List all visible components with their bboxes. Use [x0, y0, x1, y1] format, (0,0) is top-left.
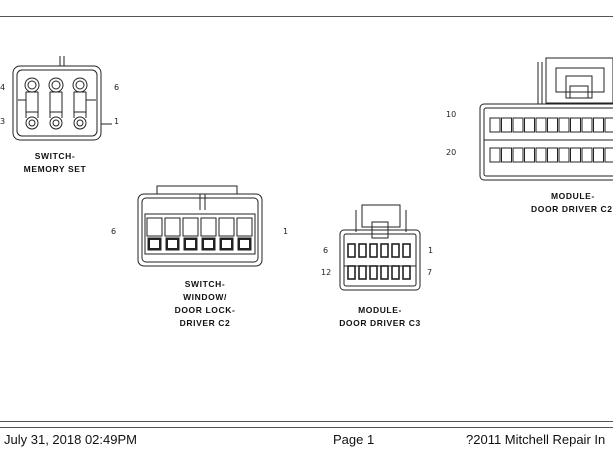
door-driver-c2-cavity: [512, 117, 524, 133]
window-lock-cavity: [164, 217, 181, 251]
door-driver-c2-label-line2: DOOR DRIVER C2: [531, 204, 613, 214]
door-driver-c3-cavity: [358, 265, 367, 280]
door-driver-c3-connector: [339, 204, 421, 291]
door-driver-c2-cavity: [558, 117, 570, 133]
window-lock-label-line4: DRIVER C2: [179, 318, 231, 328]
door-driver-c3-cavity: [347, 265, 356, 280]
door-driver-c2-cavity: [570, 147, 581, 163]
footer-copyright: ?2011 Mitchell Repair In: [466, 432, 606, 447]
connector-diagram: [12, 56, 613, 291]
footer-date: July 31, 2018 02:49PM: [4, 432, 137, 447]
door-driver-c2-pin-bottom-left: 20: [446, 148, 457, 157]
door-driver-c3-cavity: [358, 243, 367, 258]
window-lock-pin-right: 1: [283, 227, 289, 236]
door-driver-c2-cavity: [489, 117, 501, 133]
door-driver-c2-cavity: [524, 147, 535, 163]
window-lock-label-line2: WINDOW/: [183, 292, 227, 302]
door-driver-c3-label-line1: MODULE-: [358, 305, 402, 315]
footer-rule-top: [0, 421, 613, 422]
window-lock-cavity: [200, 217, 217, 251]
memory-set-label-line1: SWITCH-: [34, 151, 76, 161]
window-lock-connector: [137, 185, 263, 267]
door-driver-c3-pin-bottom-right: 7: [427, 268, 433, 277]
door-driver-c2-cavity: [581, 117, 593, 133]
door-driver-c2-label-line1: MODULE-: [551, 191, 595, 201]
window-lock-cavity: [146, 217, 163, 251]
door-driver-c3-cavity: [402, 265, 411, 280]
memory-set-pin-top-left: 4: [0, 83, 6, 92]
footer-page-number: Page 1: [333, 432, 375, 447]
memory-set-label: SWITCH- MEMORY SET: [10, 150, 100, 176]
window-lock-pins: [146, 217, 253, 251]
memory-set-connector: [12, 56, 112, 141]
door-driver-c3-pins: [347, 243, 411, 280]
door-driver-c2-cavity: [604, 147, 613, 163]
door-driver-c2-cavity: [535, 147, 547, 163]
door-driver-c2-cavity: [535, 117, 547, 133]
page-footer: July 31, 2018 02:49PM Page 1 ?2011 Mitch…: [0, 432, 613, 449]
window-lock-cavity: [218, 217, 235, 251]
top-rule: [0, 16, 613, 17]
door-driver-c2-cavity: [547, 147, 558, 163]
door-driver-c3-cavity: [380, 243, 389, 258]
window-lock-label-line1: SWITCH-: [184, 279, 226, 289]
door-driver-c2-cavity: [581, 147, 593, 163]
door-driver-c2-cavity: [501, 117, 512, 133]
door-driver-c2-cavity: [547, 117, 558, 133]
door-driver-c2-cavity: [558, 147, 570, 163]
door-driver-c3-cavity: [391, 265, 400, 280]
door-driver-c3-cavity: [369, 265, 378, 280]
door-driver-c2-cavity: [512, 147, 524, 163]
memory-set-pin-bottom-left: 3: [0, 117, 6, 126]
memory-set-pin-bottom-right: 1: [114, 117, 120, 126]
window-lock-cavity: [236, 217, 253, 251]
memory-set-pin-top-right: 6: [114, 83, 120, 92]
door-driver-c3-cavity: [402, 243, 411, 258]
door-driver-c2-cavity: [593, 117, 604, 133]
door-driver-c3-label: MODULE- DOOR DRIVER C3: [330, 304, 430, 330]
door-driver-c3-pin-top-left: 6: [323, 246, 329, 255]
door-driver-c3-label-line2: DOOR DRIVER C3: [339, 318, 421, 328]
window-lock-label: SWITCH- WINDOW/ DOOR LOCK- DRIVER C2: [160, 278, 250, 330]
door-driver-c2-cavity: [489, 147, 501, 163]
window-lock-label-line3: DOOR LOCK-: [174, 305, 236, 315]
footer-rule-bottom: [0, 427, 613, 428]
door-driver-c2-cavity: [593, 147, 604, 163]
door-driver-c2-connector: [479, 57, 613, 181]
door-driver-c3-pin-top-right: 1: [428, 246, 434, 255]
door-driver-c2-cavity: [524, 117, 535, 133]
door-driver-c2-cavity: [570, 117, 581, 133]
door-driver-c3-pin-bottom-left: 12: [321, 268, 332, 277]
door-driver-c2-label: MODULE- DOOR DRIVER C2: [523, 190, 613, 216]
window-lock-pin-left: 6: [111, 227, 117, 236]
door-driver-c3-cavity: [347, 243, 356, 258]
door-driver-c3-cavity: [380, 265, 389, 280]
door-driver-c3-cavity: [391, 243, 400, 258]
door-driver-c2-cavity: [501, 147, 512, 163]
door-driver-c2-pins: [489, 117, 613, 163]
window-lock-cavity: [182, 217, 199, 251]
door-driver-c2-pin-top-left: 10: [446, 110, 457, 119]
door-driver-c2-cavity: [604, 117, 613, 133]
memory-set-label-line2: MEMORY SET: [23, 164, 87, 174]
door-driver-c3-cavity: [369, 243, 378, 258]
